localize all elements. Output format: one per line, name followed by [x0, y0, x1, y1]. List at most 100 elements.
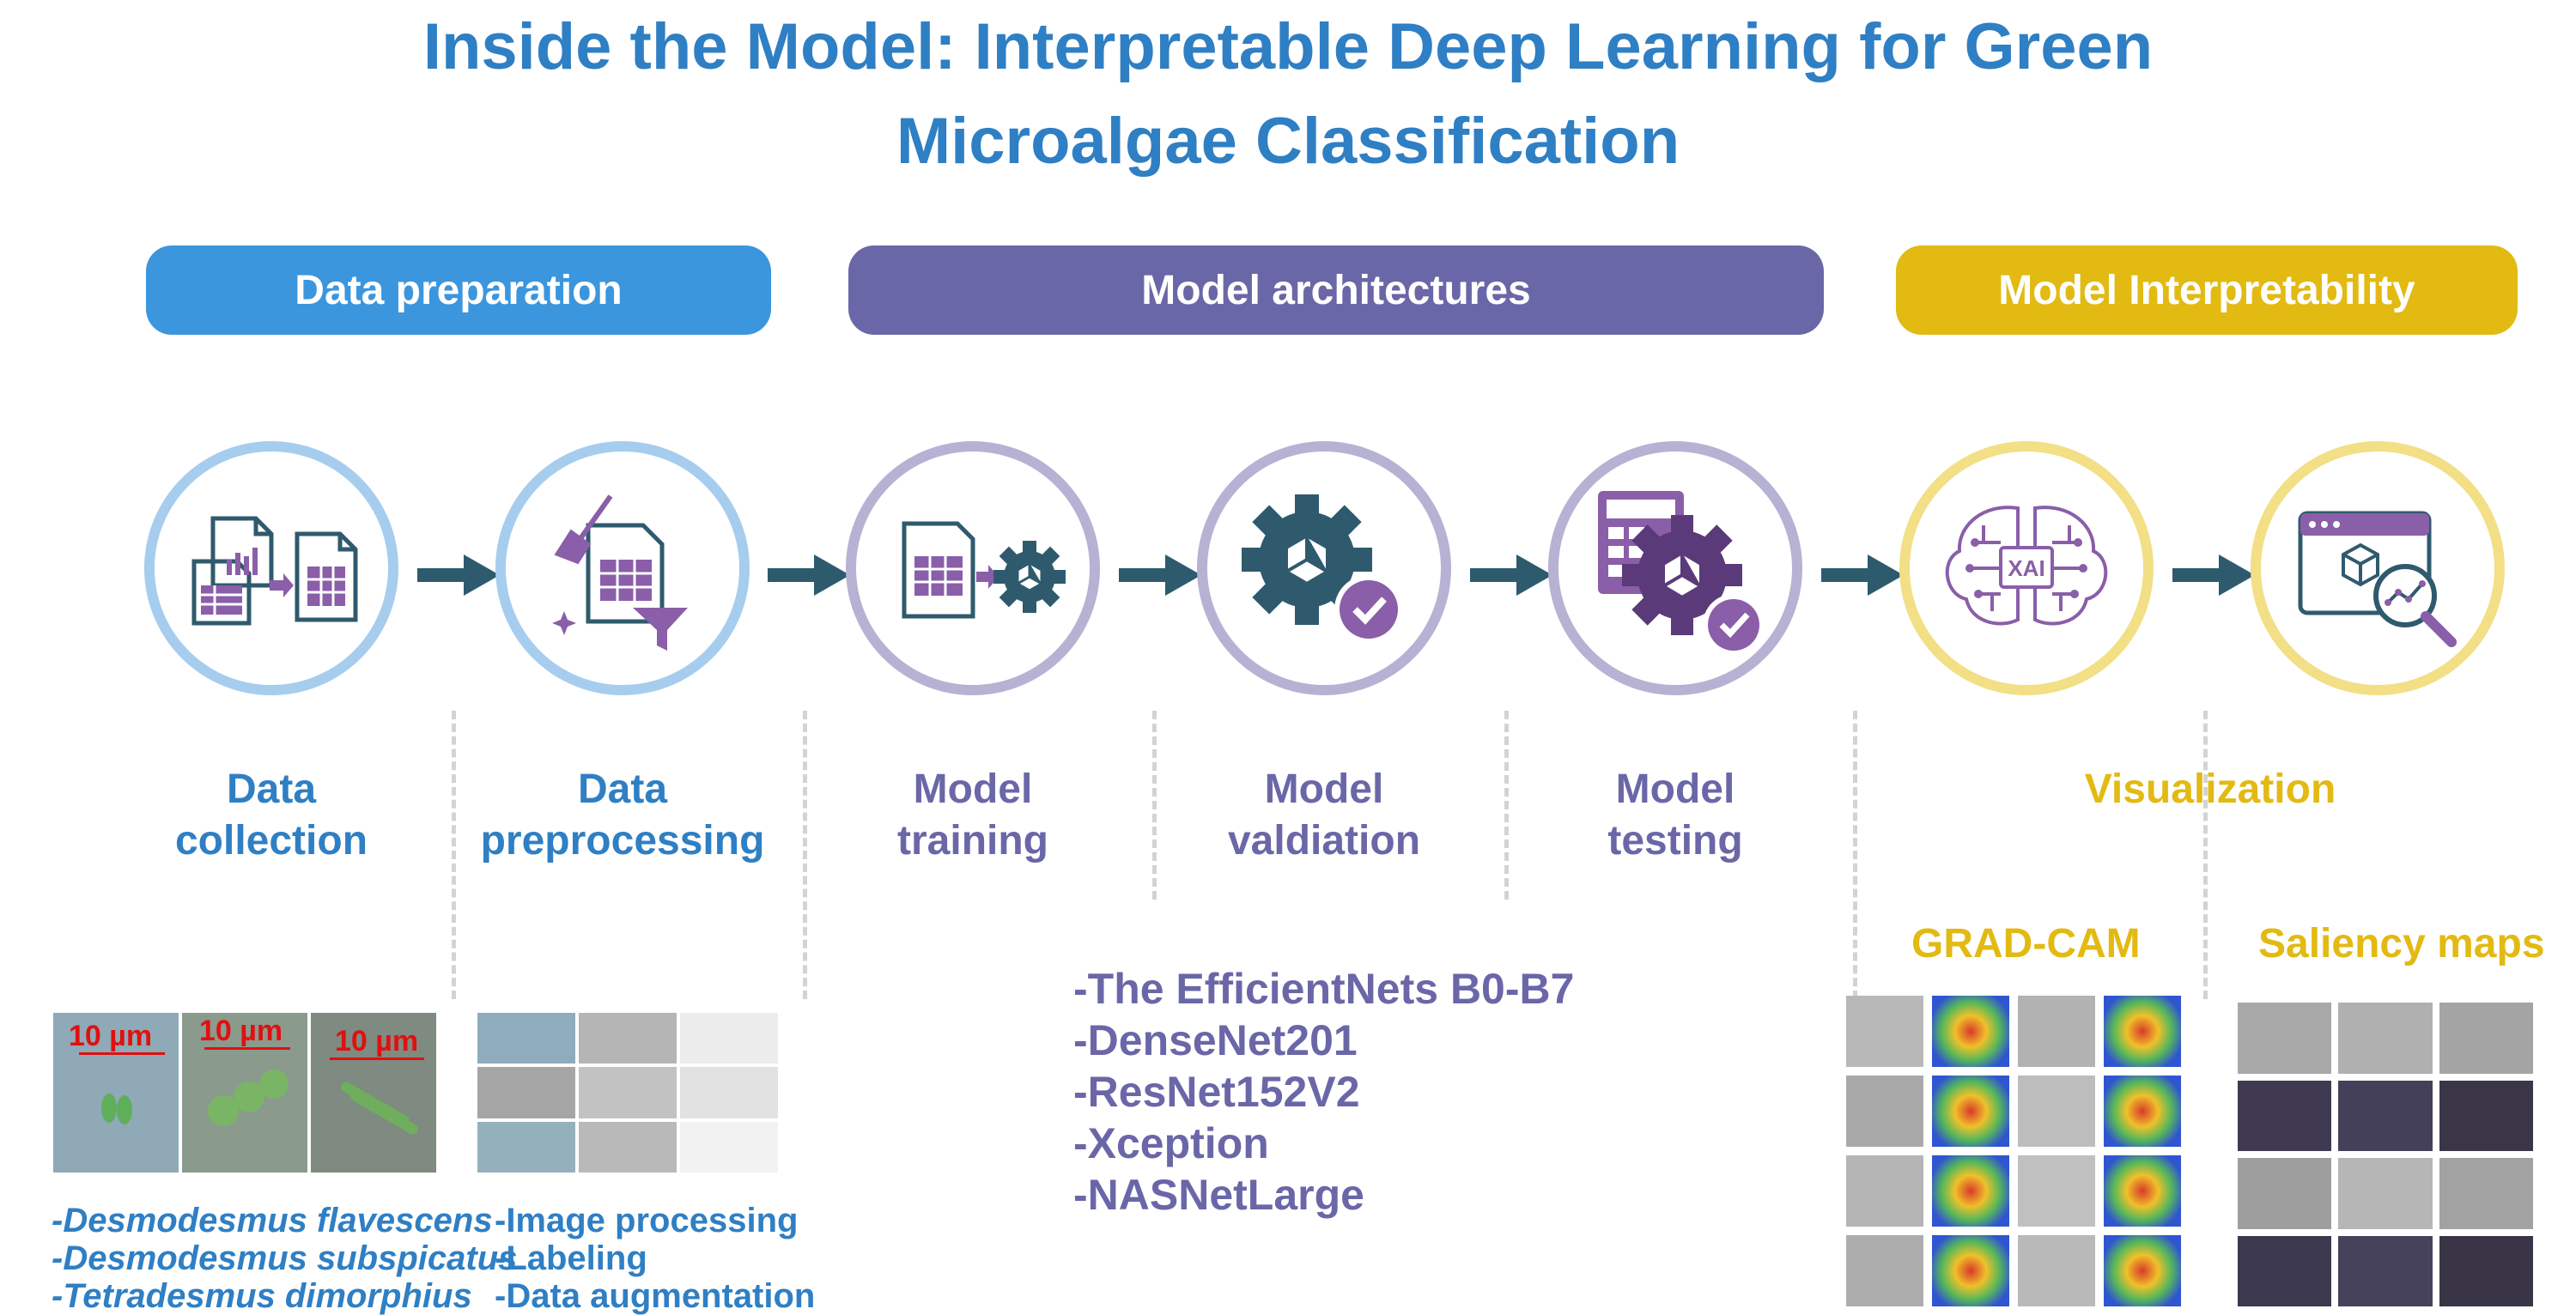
gradcam-input-image	[1846, 1235, 1923, 1306]
step-circle-analytics	[2251, 441, 2505, 695]
phase-model-interpretability: Model Interpretability	[1896, 245, 2518, 335]
separator-6	[2203, 711, 2208, 999]
scale-label: 10 µm	[335, 1025, 419, 1057]
micrograph-1: 10 µm	[53, 1013, 179, 1173]
phase-model-architectures: Model architectures	[848, 245, 1824, 335]
separator-1	[452, 711, 456, 999]
micrograph-2: 10 µm	[182, 1013, 307, 1173]
saliency-input-image	[2238, 1003, 2332, 1074]
step-label-data-preprocessing: Data preprocessing	[442, 764, 803, 867]
model-item: -DenseNet201	[1073, 1016, 1358, 1064]
model-validation-icon	[1242, 494, 1403, 644]
step-label-model-testing: Model testing	[1495, 764, 1856, 867]
separator-4	[1504, 711, 1509, 900]
gradcam-heatmap	[1932, 1076, 2009, 1147]
step-label-line: Model	[1615, 767, 1735, 812]
saliency-title: Saliency maps	[2258, 921, 2545, 967]
model-training-icon	[902, 521, 1066, 619]
gradcam-heatmap	[2104, 996, 2181, 1067]
species-item: -Desmodesmus flavescens	[52, 1202, 493, 1239]
step-label-line: training	[897, 818, 1048, 864]
saliency-input-image	[2439, 1003, 2533, 1074]
gradcam-grid	[1846, 996, 2181, 1306]
data-preprocessing-icon	[552, 494, 688, 651]
saliency-input-image	[2338, 1003, 2433, 1074]
augmented-image	[477, 1067, 575, 1118]
model-testing-icon	[1598, 491, 1765, 656]
species-item: -Tetradesmus dimorphius	[52, 1277, 472, 1315]
step-circle-model-validation	[1197, 441, 1451, 695]
saliency-input-image	[2338, 1158, 2433, 1229]
separator-2	[803, 711, 807, 999]
scale-label: 10 µm	[199, 1015, 283, 1047]
gradcam-input-image	[2018, 1235, 2095, 1306]
augmented-image	[579, 1067, 677, 1118]
step-circle-data-preprocessing	[495, 441, 750, 695]
saliency-map	[2238, 1235, 2332, 1306]
phase-data-preparation: Data preparation	[146, 245, 771, 335]
augmentation-grid	[477, 1013, 778, 1173]
saliency-input-image	[2238, 1158, 2332, 1229]
arrow-4	[1470, 554, 1552, 596]
step-label-line: testing	[1607, 818, 1743, 864]
scale-label: 10 µm	[69, 1020, 153, 1052]
saliency-map	[2338, 1080, 2433, 1151]
analytics-magnifier-icon	[2298, 511, 2457, 647]
arrow-3	[1119, 554, 1201, 596]
separator-3	[1152, 711, 1157, 900]
gradcam-heatmap	[1932, 1155, 2009, 1227]
microalgae-micrographs: 10 µm 10 µm 10 µm	[53, 1013, 436, 1173]
step-label-data-collection: Data collection	[91, 764, 452, 867]
saliency-map	[2238, 1080, 2332, 1151]
augmented-image	[680, 1013, 778, 1064]
page-title: Inside the Model: Interpretable Deep Lea…	[0, 0, 2576, 189]
gradcam-input-image	[2018, 1155, 2095, 1227]
arrow-6	[2172, 554, 2255, 596]
separator-5	[1853, 711, 1857, 999]
augmented-image	[579, 1121, 677, 1173]
augmented-image	[477, 1013, 575, 1064]
saliency-grid	[2238, 1003, 2533, 1306]
preprocessing-item: -Labeling	[495, 1239, 647, 1277]
micrograph-3: 10 µm	[311, 1013, 436, 1173]
augmented-image	[680, 1067, 778, 1118]
title-line-2: Microalgae Classification	[896, 105, 1680, 178]
species-item: -Desmodesmus subspicatus	[52, 1239, 518, 1277]
step-circle-data-collection	[144, 441, 398, 695]
augmented-image	[477, 1121, 575, 1173]
step-label-line: Visualization	[2084, 767, 2336, 812]
step-circle-model-testing	[1548, 441, 1802, 695]
model-item: -NASNetLarge	[1073, 1171, 1364, 1219]
gradcam-title: GRAD-CAM	[1911, 921, 2141, 967]
gradcam-heatmap	[2104, 1076, 2181, 1147]
model-item: -ResNet152V2	[1073, 1068, 1360, 1116]
xai-label: XAI	[2008, 555, 2044, 581]
augmented-image	[680, 1121, 778, 1173]
step-label-line: valdiation	[1227, 818, 1421, 864]
arrow-2	[768, 554, 850, 596]
step-label-line: Data	[577, 767, 668, 812]
saliency-map	[2439, 1235, 2533, 1306]
gradcam-heatmap	[2104, 1235, 2181, 1306]
step-label-line: Data	[226, 767, 317, 812]
step-circle-model-training	[846, 441, 1100, 695]
saliency-map	[2338, 1235, 2433, 1306]
step-label-line: preprocessing	[480, 818, 765, 864]
preprocessing-item: -Data augmentation	[495, 1277, 816, 1315]
saliency-input-image	[2439, 1158, 2533, 1229]
model-item: -Xception	[1073, 1119, 1269, 1167]
saliency-map	[2439, 1080, 2533, 1151]
arrow-5	[1821, 554, 1904, 596]
step-label-line: Model	[1264, 767, 1384, 812]
step-circle-visualization: XAI	[1899, 441, 2154, 695]
flow-arrows	[417, 554, 2255, 596]
model-item: -The EfficientNets B0-B7	[1073, 965, 1575, 1013]
step-label-model-validation: Model valdiation	[1144, 764, 1504, 867]
arrow-1	[417, 554, 500, 596]
gradcam-input-image	[1846, 1155, 1923, 1227]
gradcam-input-image	[1846, 996, 1923, 1067]
model-list: -The EfficientNets B0-B7 -DenseNet201 -R…	[1073, 963, 1574, 1221]
xai-brain-icon: XAI	[1945, 506, 2108, 626]
species-list: -Desmodesmus flavescens -Desmodesmus sub…	[52, 1202, 517, 1315]
preprocessing-list: -Image processing -Labeling -Data augmen…	[495, 1202, 815, 1315]
